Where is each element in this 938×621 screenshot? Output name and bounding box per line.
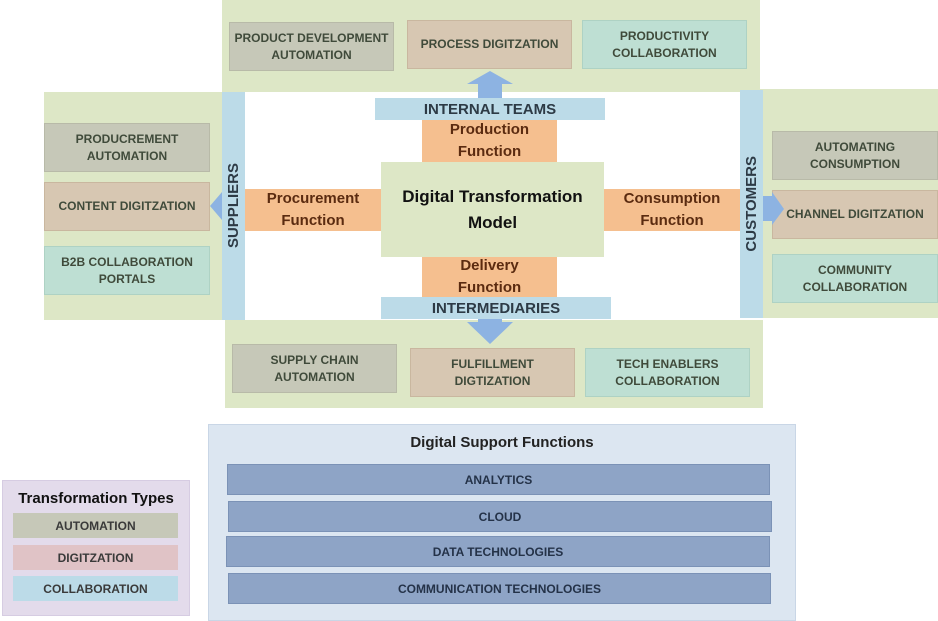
down-arrow-icon xyxy=(467,318,513,344)
community-collaboration-box: COMMUNITY COLLABORATION xyxy=(772,254,938,303)
legend-digitization: DIGITZATION xyxy=(13,545,178,570)
supply-chain-automation-box: SUPPLY CHAIN AUTOMATION xyxy=(232,344,397,393)
up-arrow-icon xyxy=(467,71,513,98)
intermediaries-bar: INTERMEDIARIES xyxy=(381,297,611,319)
customers-bar: CUSTOMERS xyxy=(740,90,763,318)
legend-collaboration: COLLABORATION xyxy=(13,576,178,601)
consumption-function: Consumption Function xyxy=(604,189,740,231)
customers-label: CUSTOMERS xyxy=(743,156,760,252)
left-arrow-icon xyxy=(210,192,222,220)
product-development-automation-box: PRODUCT DEVELOPMENT AUTOMATION xyxy=(229,22,394,71)
delivery-function: Delivery Function xyxy=(422,257,557,297)
procurement-function: Procurement Function xyxy=(245,189,381,231)
digital-support-title: Digital Support Functions xyxy=(410,434,594,451)
legend-automation: AUTOMATION xyxy=(13,513,178,538)
b2b-collaboration-portals-box: B2B COLLABORATION PORTALS xyxy=(44,246,210,295)
suppliers-label: SUPPLIERS xyxy=(225,163,242,249)
digital-transformation-model: Digital Transformation Model xyxy=(381,162,604,257)
suppliers-bar: SUPPLIERS xyxy=(222,92,245,320)
process-digitization-box: PROCESS DIGITZATION xyxy=(407,20,572,69)
support-item-analytics: ANALYTICS xyxy=(227,464,770,495)
automating-consumption-box: AUTOMATING CONSUMPTION xyxy=(772,131,938,180)
productivity-collaboration-box: PRODUCTIVITY COLLABORATION xyxy=(582,20,747,69)
support-item-data-technologies: DATA TECHNOLOGIES xyxy=(226,536,770,567)
support-item-communication-technologies: COMMUNICATION TECHNOLOGIES xyxy=(228,573,771,604)
channel-digitization-box: CHANNEL DIGITZATION xyxy=(772,190,938,239)
internal-teams-bar: INTERNAL TEAMS xyxy=(375,98,605,120)
support-item-cloud: CLOUD xyxy=(228,501,772,532)
tech-enablers-collaboration-box: TECH ENABLERS COLLABORATION xyxy=(585,348,750,397)
legend-title: Transformation Types xyxy=(18,490,174,507)
content-digitization-box: CONTENT DIGITZATION xyxy=(44,182,210,231)
right-arrow-icon xyxy=(762,192,784,225)
production-function: Production Function xyxy=(422,120,557,162)
fulfillment-digitization-box: FULFILLMENT DIGTIZATION xyxy=(410,348,575,397)
procurement-automation-box: PRODUCREMENT AUTOMATION xyxy=(44,123,210,172)
